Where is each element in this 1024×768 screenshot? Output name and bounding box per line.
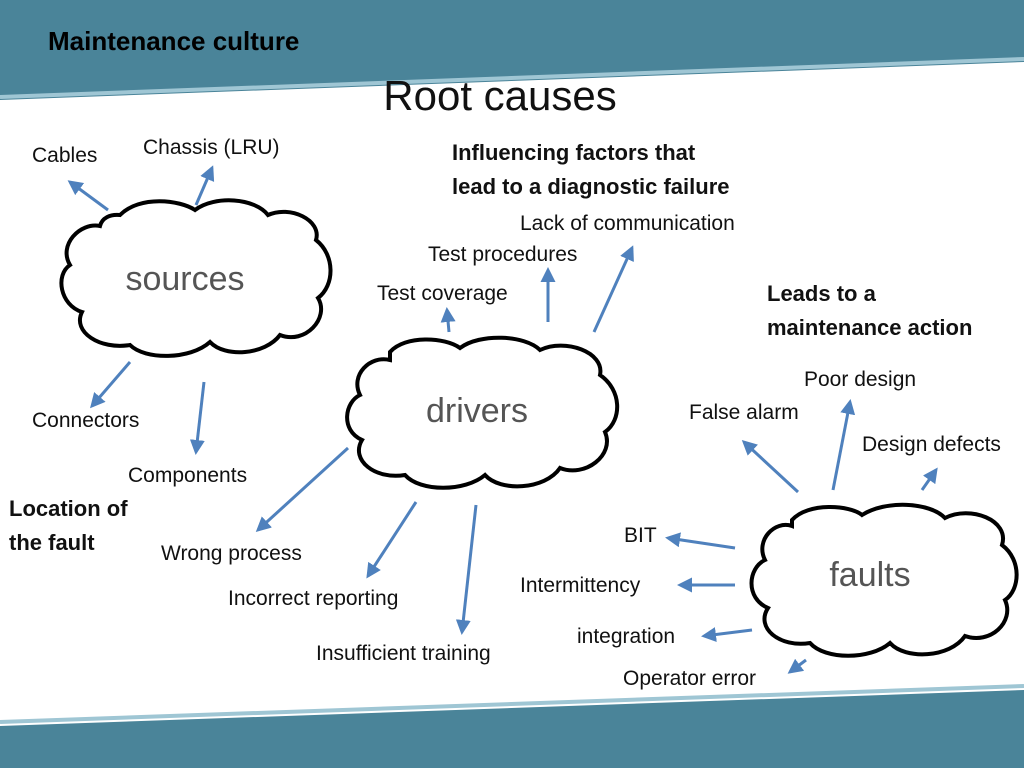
- arrow-to-lack-of-communication: [592, 245, 634, 333]
- faults-caption-line-2: maintenance action: [767, 315, 973, 340]
- label-insufficient-training: Insufficient training: [316, 642, 491, 665]
- header-band-edge: [0, 57, 1024, 99]
- label-cables: Cables: [32, 144, 98, 167]
- label-operator-error: Operator error: [623, 667, 757, 690]
- label-false-alarm: False alarm: [689, 401, 799, 424]
- label-integration: integration: [577, 625, 676, 648]
- arrow-to-bit: [665, 532, 736, 550]
- label-test-coverage: Test coverage: [377, 282, 508, 305]
- label-connectors: Connectors: [32, 409, 140, 432]
- footer-band: [0, 690, 1024, 768]
- label-incorrect-reporting: Incorrect reporting: [228, 587, 399, 610]
- arrow-to-integration: [701, 627, 753, 642]
- label-test-procedures: Test procedures: [428, 243, 578, 266]
- arrow-to-connectors: [90, 361, 132, 409]
- sources-cloud: sources: [59, 198, 333, 358]
- label-poor-design: Poor design: [804, 368, 917, 391]
- arrow-to-poor-design: [831, 399, 856, 491]
- label-components: Components: [128, 464, 248, 487]
- header-title: Maintenance culture: [48, 26, 300, 56]
- footer-band-edge: [0, 684, 1024, 724]
- faults-caption-line-1: Leads to a: [767, 281, 876, 306]
- sources-cloud-label: sources: [125, 260, 244, 298]
- drivers-caption: Influencing factors that lead to a diagn…: [452, 136, 730, 204]
- drivers-cloud-label: drivers: [426, 392, 528, 430]
- arrow-to-chassis: [194, 165, 215, 206]
- header-band: [0, 0, 1024, 100]
- arrow-to-insufficient-training: [455, 504, 478, 635]
- drivers-caption-line-2: lead to a diagnostic failure: [452, 174, 730, 199]
- faults-cloud-label: faults: [829, 556, 910, 594]
- arrow-to-cables: [67, 180, 109, 212]
- label-lack-of-communication: Lack of communication: [520, 212, 735, 235]
- arrow-to-incorrect-reporting: [366, 501, 418, 579]
- arrow-to-false-alarm: [741, 439, 800, 494]
- drivers-cloud: drivers: [345, 335, 620, 490]
- arrow-to-wrong-process: [255, 446, 350, 533]
- sources-caption-line-1: Location of: [9, 496, 128, 521]
- arrow-to-components: [189, 381, 206, 455]
- sources-caption: Location of the fault: [9, 492, 128, 560]
- arrow-to-operator-error: [787, 658, 807, 674]
- label-chassis: Chassis (LRU): [143, 136, 280, 159]
- sources-caption-line-2: the fault: [9, 530, 95, 555]
- arrow-to-test-coverage: [440, 307, 456, 333]
- label-design-defects: Design defects: [862, 433, 1001, 456]
- faults-cloud: faults: [749, 502, 1019, 658]
- drivers-caption-line-1: Influencing factors that: [452, 140, 696, 165]
- arrow-to-design-defects: [920, 467, 938, 491]
- slide-title: Root causes: [383, 72, 617, 119]
- label-intermittency: Intermittency: [520, 574, 641, 597]
- faults-caption: Leads to a maintenance action: [767, 277, 972, 345]
- label-wrong-process: Wrong process: [161, 542, 302, 565]
- label-bit: BIT: [624, 524, 657, 547]
